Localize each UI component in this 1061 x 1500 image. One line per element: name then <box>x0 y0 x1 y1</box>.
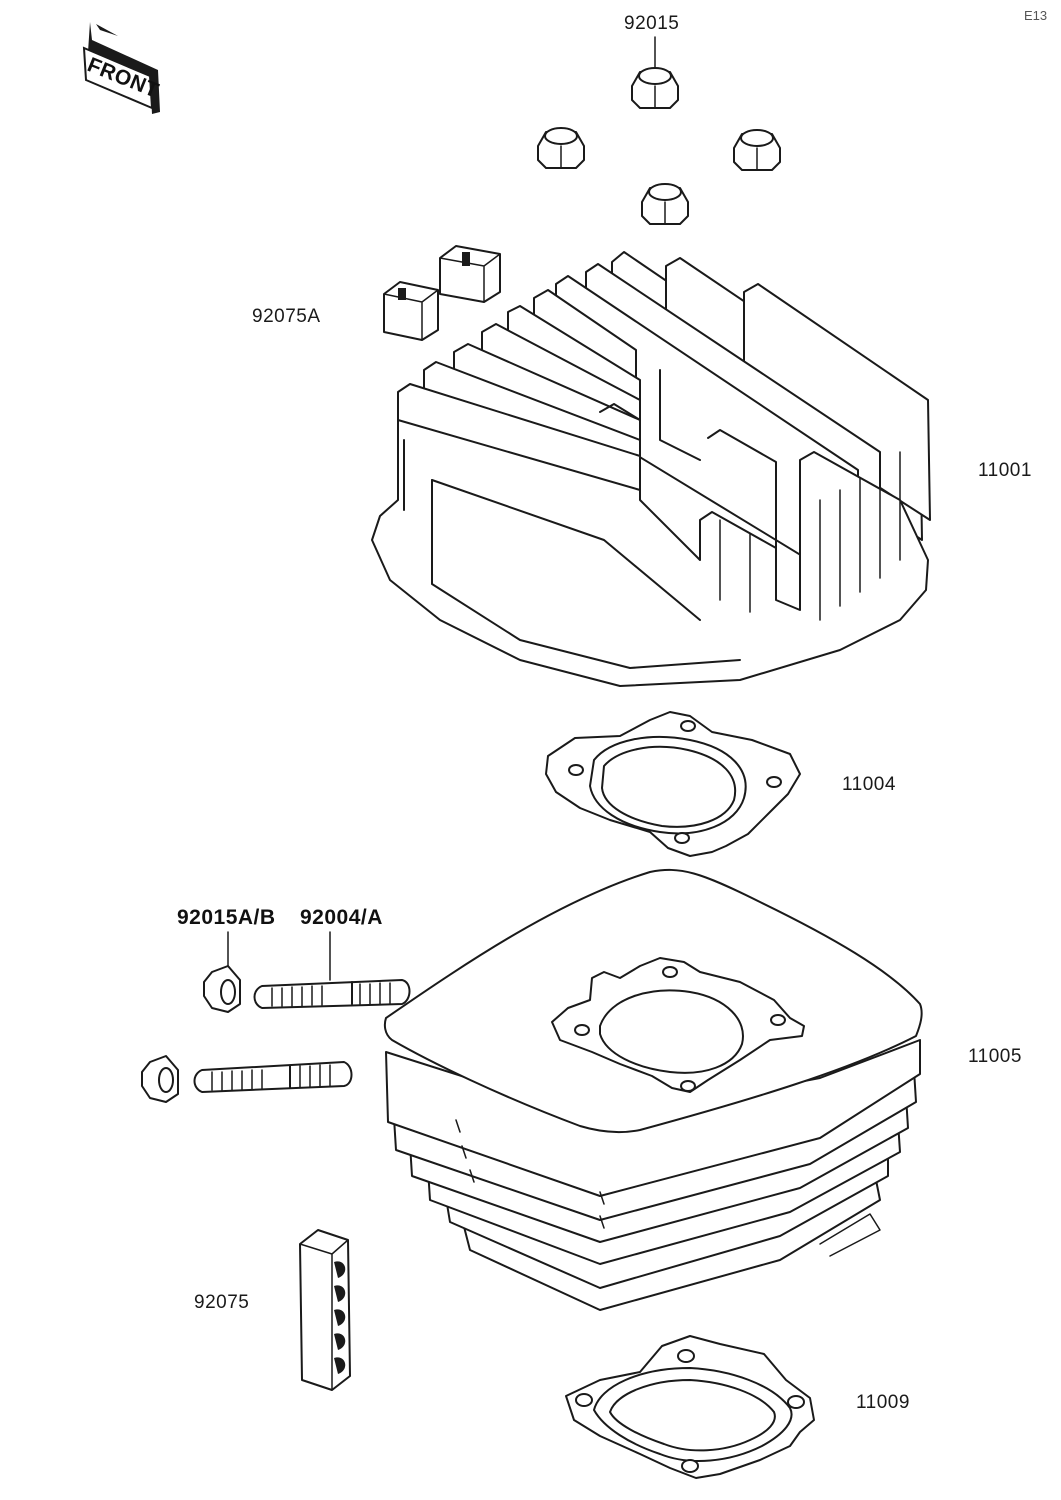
head-damper-block-2 <box>439 245 501 303</box>
head-damper-block-1 <box>383 281 439 341</box>
stud-upper <box>253 979 411 1009</box>
callout-11005: 11005 <box>968 1046 1022 1067</box>
callout-92004a: 92004/A <box>300 906 383 929</box>
cylinder-damper <box>299 1229 351 1391</box>
callout-92075a: 92075A <box>252 306 321 327</box>
stud-nut-upper <box>203 965 241 1013</box>
cylinder-head <box>371 251 931 687</box>
nut-top <box>631 67 679 109</box>
nut-left <box>537 127 585 169</box>
stud-nut-lower <box>141 1055 179 1103</box>
stud-lower <box>193 1061 353 1093</box>
callout-92075: 92075 <box>194 1292 249 1313</box>
callout-92015: 92015 <box>624 13 679 34</box>
corner-mark: E13 <box>1024 8 1047 23</box>
callout-11004: 11004 <box>842 774 896 795</box>
head-gasket <box>545 711 801 857</box>
base-gasket <box>565 1335 815 1479</box>
callout-92015ab: 92015A/B <box>177 906 276 929</box>
callout-11001: 11001 <box>978 460 1032 481</box>
nut-bottom <box>641 183 689 225</box>
nut-right <box>733 129 781 171</box>
cylinder <box>383 868 923 1311</box>
callout-11009: 11009 <box>856 1392 910 1413</box>
front-arrow-icon: FRONT <box>82 22 162 114</box>
